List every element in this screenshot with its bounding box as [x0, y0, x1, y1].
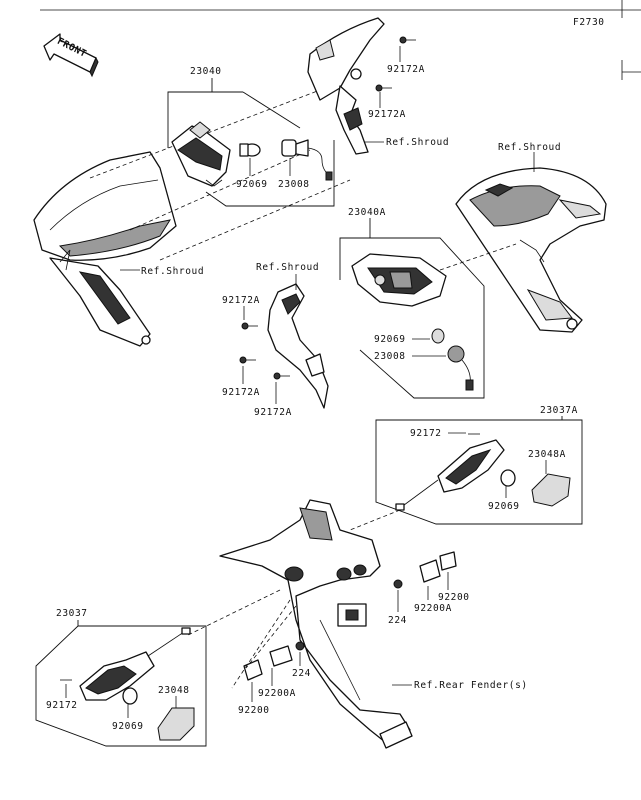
- label-92172A-2: 92172A: [368, 109, 406, 120]
- label-92200A-b: 92200A: [258, 688, 296, 699]
- label-224-b: 224: [292, 668, 311, 679]
- label-92172-b: 92172: [46, 700, 78, 711]
- rear-turn-signal-left: [79, 627, 191, 701]
- label-ref-shroud-2: Ref.Shroud: [141, 266, 204, 277]
- label-92069-d: 92069: [112, 721, 144, 732]
- plate-92200A-left: [269, 645, 293, 667]
- label-92200-b: 92200: [238, 705, 270, 716]
- box-23037: [35, 620, 207, 747]
- figure-code: F2730: [573, 17, 605, 28]
- bracket-23040A: [339, 218, 371, 280]
- front-turn-signal-right: [351, 253, 447, 307]
- label-92200A-a: 92200A: [414, 603, 452, 614]
- plate-92200A-right: [419, 559, 441, 583]
- label-23040: 23040: [190, 66, 222, 77]
- screw-92172A-3: [241, 322, 258, 330]
- label-92069-c: 92069: [488, 501, 520, 512]
- label-ref-shroud-3: Ref.Shroud: [498, 142, 561, 153]
- bolt-224-right: [393, 579, 403, 589]
- label-92069-a: 92069: [236, 179, 268, 190]
- box-23037A: [375, 416, 583, 525]
- label-23037A: 23037A: [540, 405, 578, 416]
- socket-23008-b: [447, 345, 474, 391]
- label-92172A-5: 92172A: [254, 407, 292, 418]
- page-frame: [40, 0, 641, 80]
- box-23040: [242, 91, 301, 129]
- label-ref-shroud-1: Ref.Shroud: [386, 137, 449, 148]
- rear-turn-signal-right: [395, 439, 505, 511]
- socket-23008-a: [281, 139, 333, 181]
- label-ref-shroud-4: Ref.Shroud: [256, 262, 319, 273]
- bulb-92069-b: [431, 328, 445, 344]
- label-23048: 23048: [158, 685, 190, 696]
- bulb-92069-d: [122, 687, 138, 705]
- left-front-shroud: [33, 151, 177, 347]
- front-turn-signal-left: [171, 121, 231, 187]
- lens-23048A: [531, 473, 571, 507]
- assembly-leaders-23040: [89, 89, 351, 261]
- screw-92172A-5: [273, 372, 290, 380]
- upper-mount-bracket: [307, 17, 385, 155]
- label-224-a: 224: [388, 615, 407, 626]
- label-92172A-3: 92172A: [222, 295, 260, 306]
- label-23008-b: 23008: [374, 351, 406, 362]
- label-92172A-1: 92172A: [387, 64, 425, 75]
- label-23037: 23037: [56, 608, 88, 619]
- label-92172-a: 92172: [410, 428, 442, 439]
- assembly-leaders-23037: [185, 589, 297, 689]
- label-92200-a: 92200: [438, 592, 470, 603]
- plate-92200-right: [439, 551, 457, 571]
- label-92172A-4: 92172A: [222, 387, 260, 398]
- right-front-shroud: [455, 167, 607, 333]
- lens-23048: [157, 707, 195, 741]
- screw-92172A-1: [399, 36, 416, 44]
- label-23048A: 23048A: [528, 449, 566, 460]
- label-23040A: 23040A: [348, 207, 386, 218]
- screw-92172A-4: [239, 356, 256, 364]
- front-arrow-icon: FRONT: [43, 33, 99, 78]
- bulb-92069-c: [500, 469, 516, 487]
- rear-fender: [219, 499, 413, 749]
- label-23008-a: 23008: [278, 179, 310, 190]
- bolt-224-left: [295, 641, 305, 651]
- plate-92200-left: [243, 659, 263, 681]
- label-92069-b: 92069: [374, 334, 406, 345]
- lower-mount-bracket: [267, 283, 329, 409]
- screw-92172A-2: [375, 84, 392, 92]
- label-ref-rear-fender: Ref.Rear Fender(s): [414, 680, 528, 691]
- bulb-92069-a: [239, 143, 261, 157]
- bracket-23040: [167, 78, 213, 148]
